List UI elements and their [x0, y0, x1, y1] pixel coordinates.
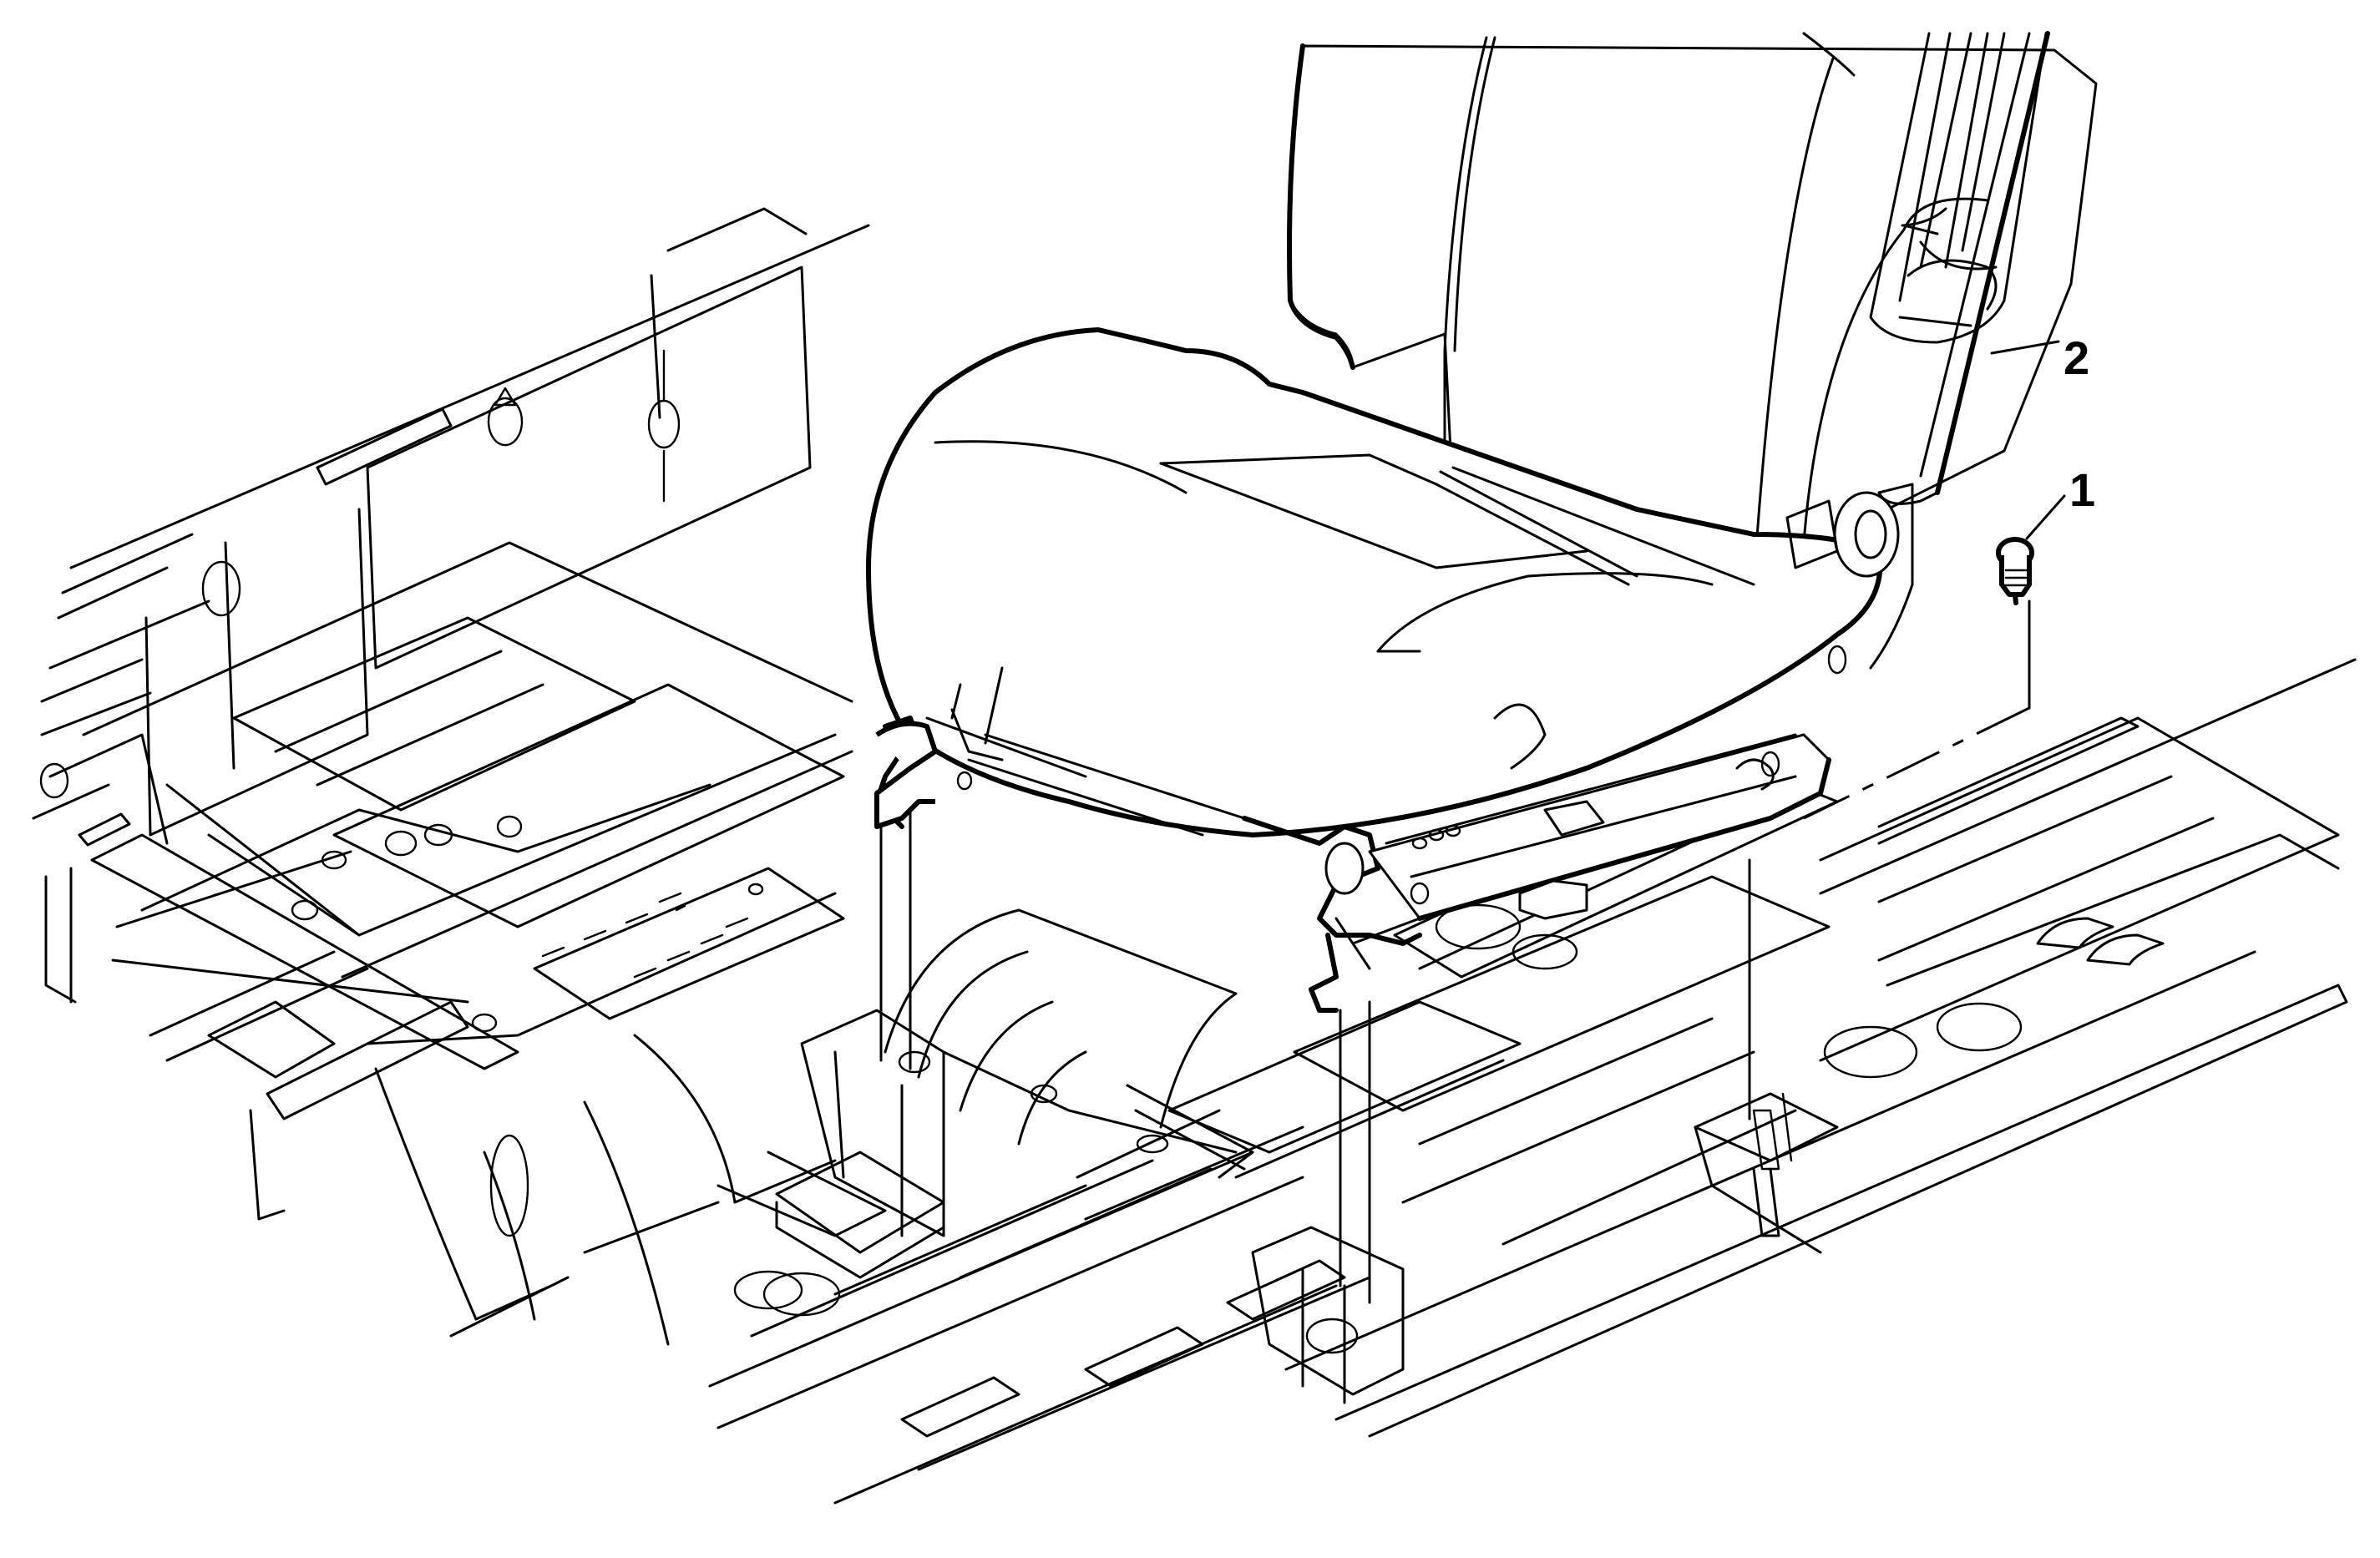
alignment-lines	[879, 599, 2031, 1304]
callout-label-1: 1	[2069, 463, 2096, 516]
leader-lines	[1990, 340, 2066, 540]
seat-assembly	[866, 31, 2098, 1013]
callout-label-2: 2	[2064, 331, 2090, 384]
bolt	[1996, 537, 2034, 605]
floor-pan	[32, 207, 2357, 1505]
